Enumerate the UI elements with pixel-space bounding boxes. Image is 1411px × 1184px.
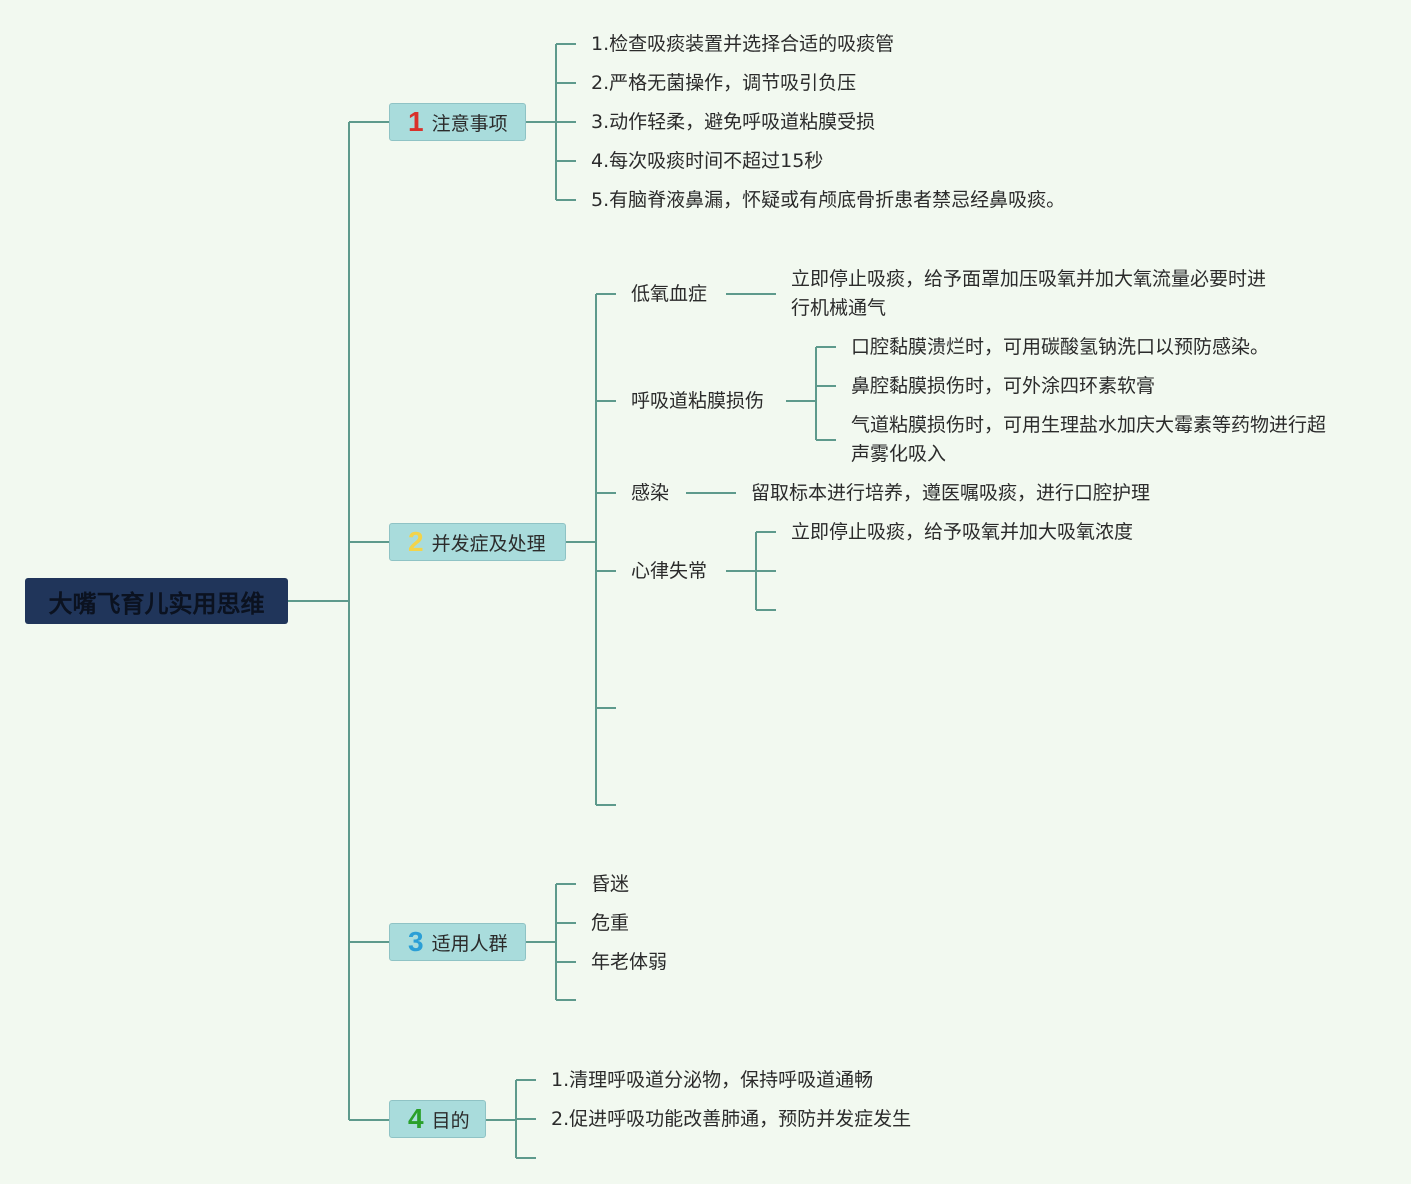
hypoxemia-detail-line1: 立即停止吸痰，给予面罩加压吸氧并加大氧流量必要时进 bbox=[791, 268, 1267, 290]
branch-purpose[interactable]: 4 目的 bbox=[389, 1100, 486, 1138]
sub-mucosa-connector bbox=[786, 346, 836, 441]
mucosa-detail-line1: 气道粘膜损伤时，可用生理盐水加庆大霉素等药物进行超 bbox=[851, 414, 1327, 436]
branch1-connector bbox=[526, 43, 576, 201]
branch3-connector bbox=[526, 883, 576, 1001]
branch2-connector bbox=[566, 293, 616, 806]
precaution-item: 5.有脑脊液鼻漏，怀疑或有颅底骨折患者禁忌经鼻吸痰。 bbox=[591, 189, 1066, 211]
branch-label: 注意事项 bbox=[431, 112, 508, 135]
precaution-item: 3.动作轻柔，避免呼吸道粘膜受损 bbox=[591, 111, 876, 133]
infection-detail: 留取标本进行培养，遵医嘱吸痰，进行口腔护理 bbox=[751, 482, 1151, 504]
sub-arrhythmia[interactable]: 心律失常 bbox=[631, 560, 708, 582]
branch-number-2: 2 bbox=[408, 526, 424, 557]
branch-target-population[interactable]: 3 适用人群 bbox=[389, 923, 526, 961]
sub-infection[interactable]: 感染 bbox=[631, 482, 670, 504]
precaution-item: 1.检查吸痰装置并选择合适的吸痰管 bbox=[591, 33, 895, 55]
population-item: 危重 bbox=[591, 912, 630, 934]
branch-number-3: 3 bbox=[408, 926, 424, 957]
branch-number-1: 1 bbox=[408, 106, 424, 137]
branch-label: 适用人群 bbox=[431, 932, 508, 955]
root-title: 大嘴飞育儿实用思维 bbox=[48, 589, 265, 618]
purpose-item: 1.清理呼吸道分泌物，保持呼吸道通畅 bbox=[551, 1069, 874, 1091]
population-item: 年老体弱 bbox=[591, 951, 668, 973]
population-item: 昏迷 bbox=[591, 873, 630, 895]
branch-precautions[interactable]: 1 注意事项 bbox=[389, 103, 526, 141]
hypoxemia-detail-line2: 行机械通气 bbox=[791, 297, 887, 319]
branch-complications[interactable]: 2 并发症及处理 bbox=[389, 523, 566, 561]
root-connector bbox=[288, 121, 390, 1121]
sub-mucosa-injury[interactable]: 呼吸道粘膜损伤 bbox=[631, 390, 765, 412]
mucosa-detail-line2: 声雾化吸入 bbox=[851, 443, 947, 465]
root-node[interactable]: 大嘴飞育儿实用思维 bbox=[25, 578, 288, 624]
arrhythmia-detail: 立即停止吸痰，给予吸氧并加大吸氧浓度 bbox=[791, 521, 1134, 543]
precaution-item: 2.严格无菌操作，调节吸引负压 bbox=[591, 72, 857, 94]
purpose-item: 2.促进呼吸功能改善肺通，预防并发症发生 bbox=[551, 1108, 912, 1130]
precaution-item: 4.每次吸痰时间不超过15秒 bbox=[591, 150, 824, 172]
mucosa-detail: 鼻腔黏膜损伤时，可外涂四环素软膏 bbox=[851, 375, 1156, 397]
branch-label: 并发症及处理 bbox=[431, 532, 546, 555]
branch4-connector bbox=[486, 1079, 536, 1159]
mucosa-detail: 口腔黏膜溃烂时，可用碳酸氢钠洗口以预防感染。 bbox=[851, 336, 1270, 358]
sub-hypoxemia[interactable]: 低氧血症 bbox=[631, 283, 708, 305]
branch-label: 目的 bbox=[431, 1109, 470, 1132]
sub-arrhythmia-connector bbox=[726, 531, 776, 611]
branch-number-4: 4 bbox=[408, 1103, 424, 1134]
